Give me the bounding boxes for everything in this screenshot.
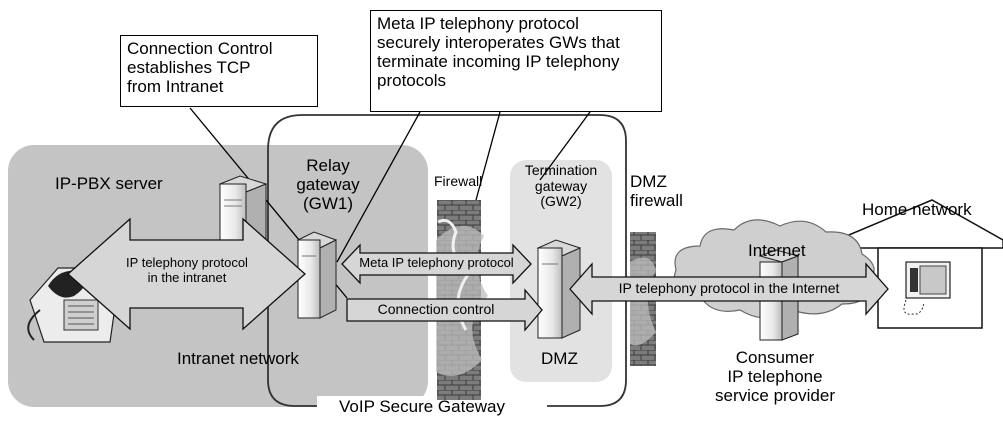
meta-protocol-callout: Meta IP telephony protocol securely inte… bbox=[370, 10, 662, 112]
consumer-provider-label: Consumer IP telephone service provider bbox=[690, 348, 860, 405]
dmz-firewall-label: DMZ firewall bbox=[630, 172, 683, 210]
voip-secure-gateway-boundary bbox=[267, 114, 627, 407]
ip-pbx-server-label: IP-PBX server bbox=[55, 174, 163, 193]
callout-line: protocols bbox=[377, 71, 446, 91]
connection-control-callout: Connection Control establishes TCP from … bbox=[120, 35, 318, 107]
connection-control-arrow bbox=[346, 288, 543, 332]
relay-gateway-server-icon bbox=[296, 231, 338, 319]
dmz-label: DMZ bbox=[541, 349, 578, 368]
relay-gateway-line: Relay bbox=[306, 156, 350, 175]
termination-gateway-label: Termination gateway (GW2) bbox=[512, 162, 610, 210]
callout-line: from Intranet bbox=[127, 77, 224, 97]
meta-protocol-arrow-label: Meta IP telephony protocol bbox=[359, 255, 514, 270]
callout-line: terminate incoming IP telephony bbox=[377, 52, 620, 72]
relay-gateway-label: Relay gateway (GW1) bbox=[292, 156, 364, 213]
termination-gateway-server-icon bbox=[536, 239, 582, 339]
connection-control-arrow-label: Connection control bbox=[377, 301, 495, 317]
callout-line: securely interoperates GWs that bbox=[377, 33, 620, 53]
internet-protocol-arrow-label: IP telephony protocol in the Internet bbox=[618, 280, 840, 296]
arrow-label-line: in the intranet bbox=[147, 269, 227, 285]
termination-gateway-line: gateway bbox=[534, 177, 588, 194]
callout-line: establishes TCP bbox=[127, 58, 251, 78]
home-network-label: Home network bbox=[862, 200, 972, 219]
voip-secure-gateway-label: VoIP Secure Gateway bbox=[339, 397, 506, 416]
firewall-label: Firewall bbox=[434, 173, 483, 189]
intranet-protocol-arrow-label: IP telephony protocol in the intranet bbox=[118, 255, 256, 285]
internet-label: Internet bbox=[748, 241, 806, 260]
termination-gateway-line: (GW2) bbox=[540, 193, 582, 210]
callout-line: Meta IP telephony protocol bbox=[377, 14, 579, 33]
arrow-label-line: IP telephony protocol bbox=[126, 255, 248, 270]
relay-gateway-line: gateway bbox=[296, 175, 360, 195]
home-phone-icon bbox=[903, 261, 951, 315]
dmz-firewall-line: DMZ bbox=[630, 172, 667, 191]
callout-line: Connection Control bbox=[127, 39, 273, 58]
provider-line: service provider bbox=[715, 386, 835, 406]
callout-leader-meta-to-relay bbox=[336, 111, 421, 263]
internet-protocol-arrow bbox=[569, 262, 889, 316]
relay-gateway-line: (GW1) bbox=[302, 194, 354, 214]
intranet-network-label: Intranet network bbox=[177, 349, 299, 368]
dmz-firewall-line: firewall bbox=[630, 191, 683, 211]
callout-leader-meta-to-termination bbox=[539, 111, 591, 181]
intranet-protocol-arrow bbox=[67, 217, 306, 331]
provider-line: IP telephone bbox=[727, 367, 823, 387]
provider-line: Consumer bbox=[735, 348, 815, 367]
meta-protocol-arrow bbox=[341, 243, 532, 285]
termination-gateway-line: Termination bbox=[524, 162, 598, 178]
